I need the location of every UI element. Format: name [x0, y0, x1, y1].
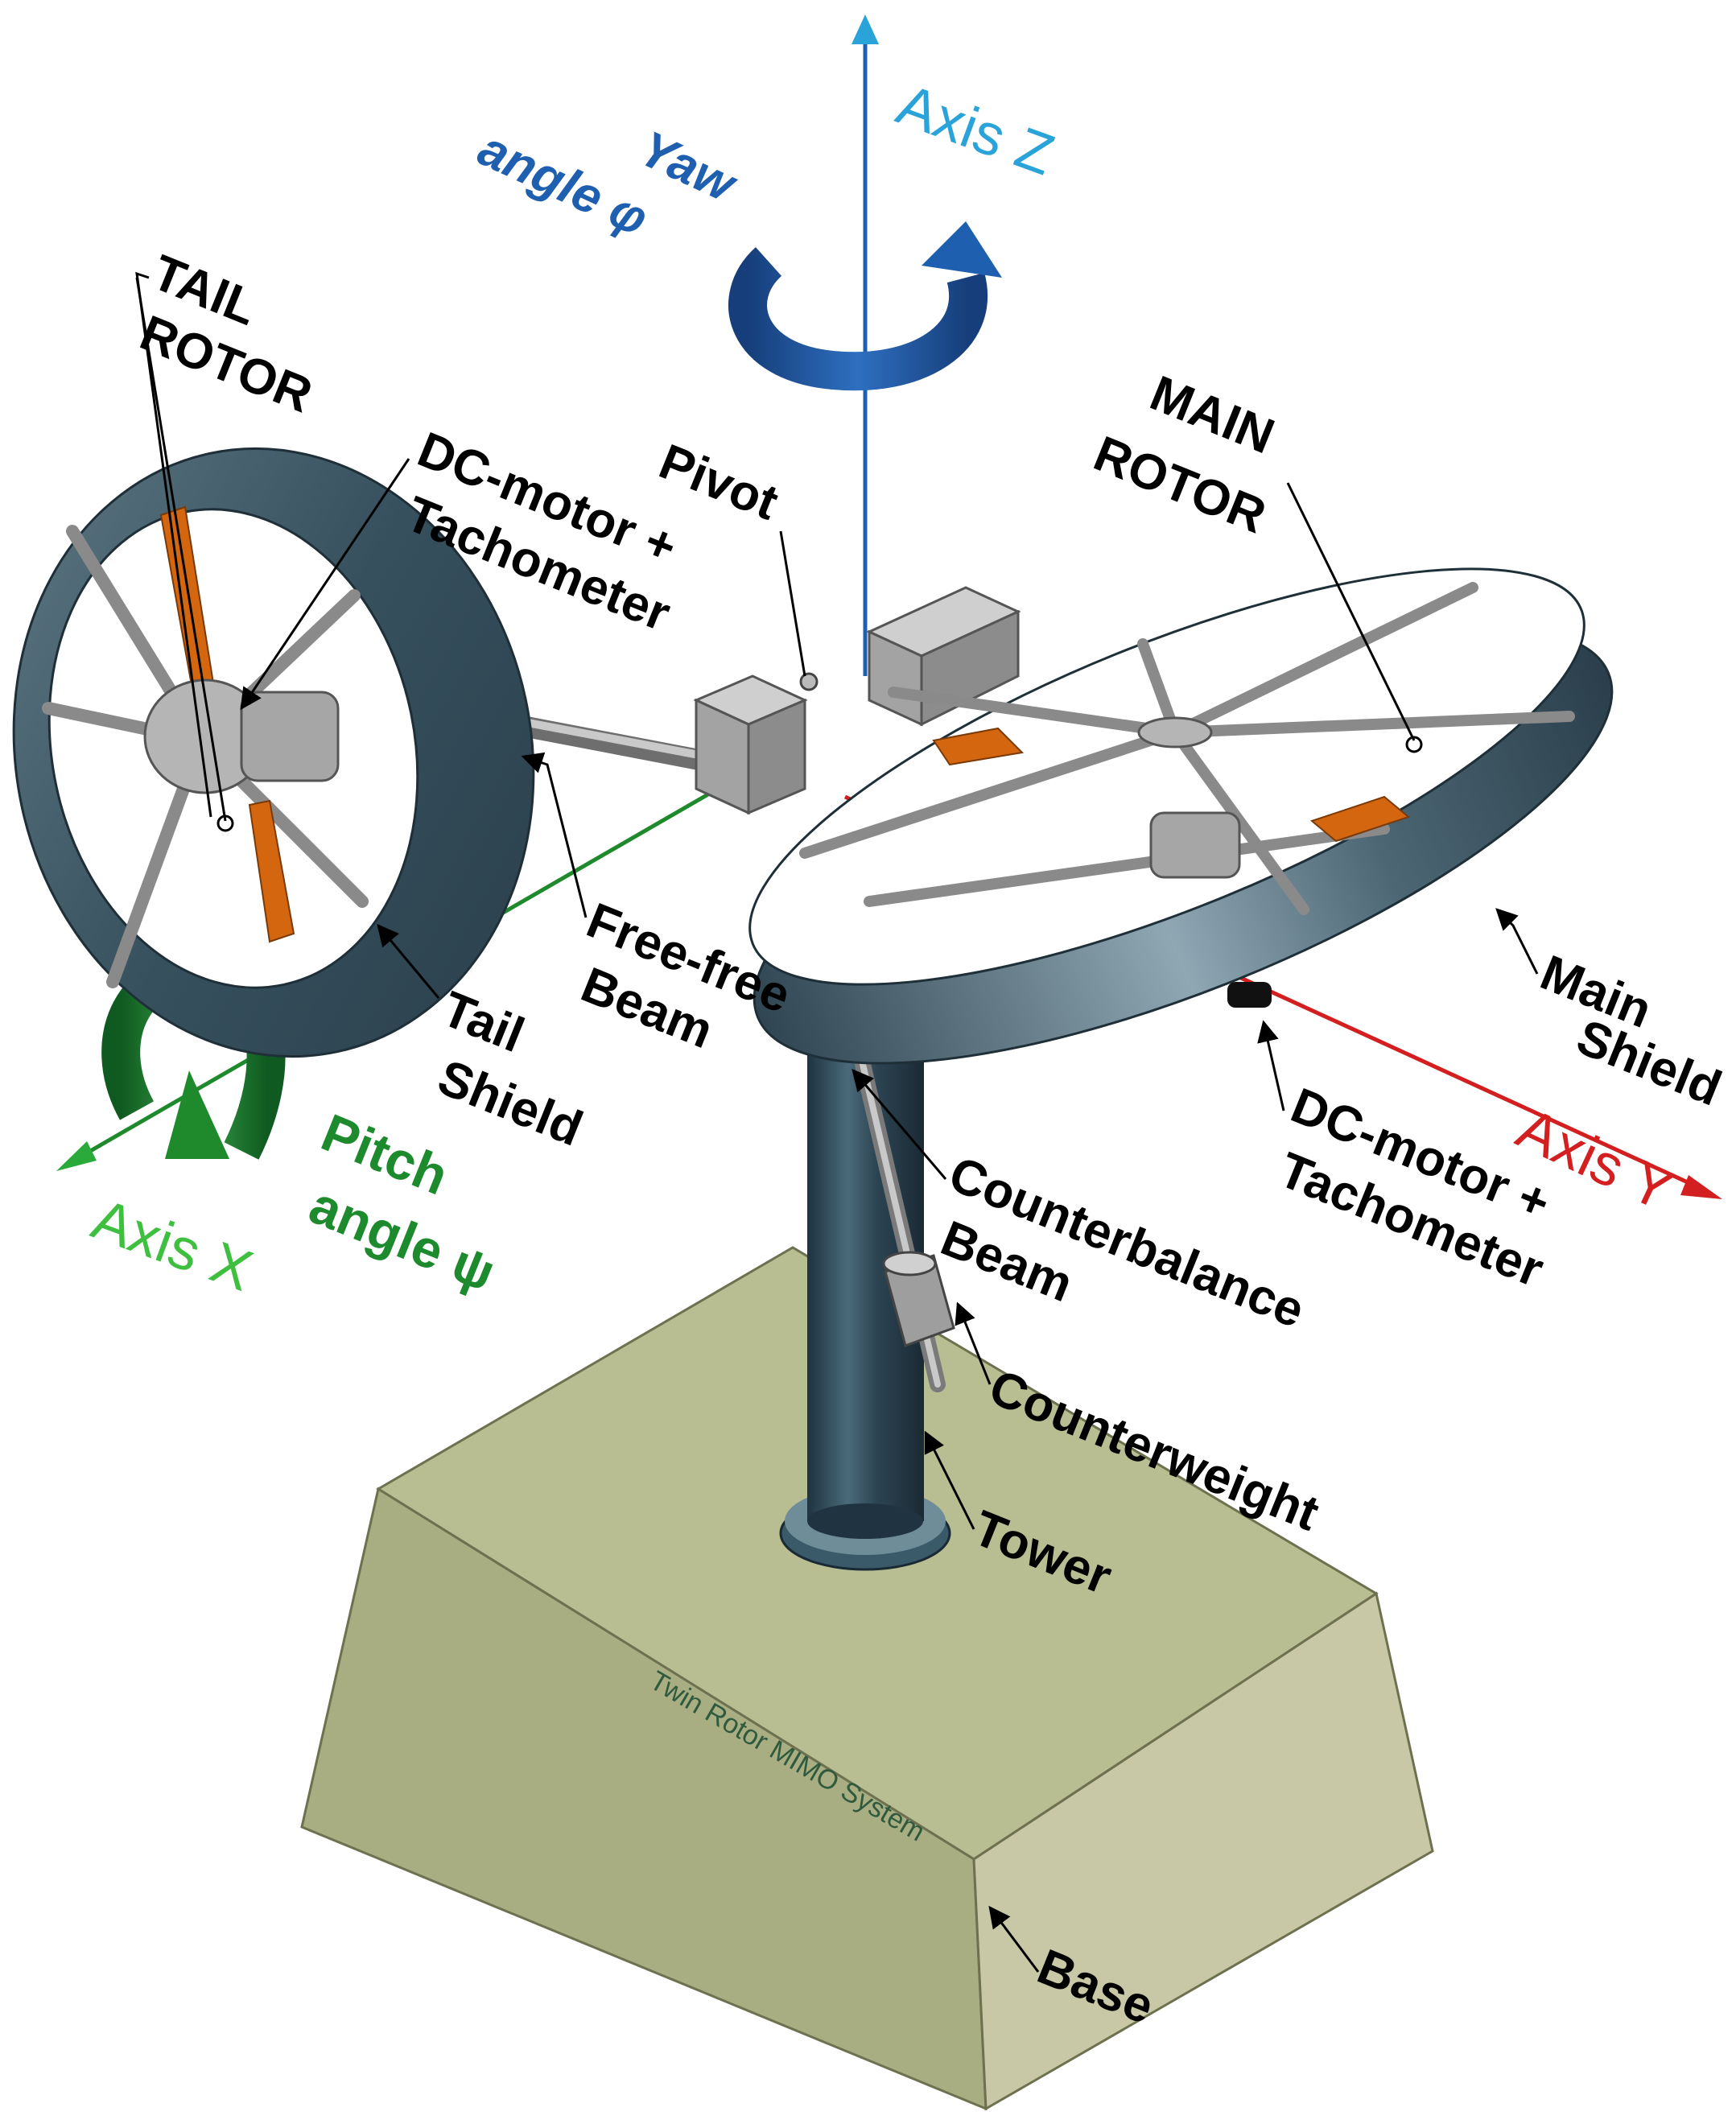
counterweight [882, 1251, 955, 1347]
main-rotor [748, 567, 1614, 1065]
label-counterbalance-beam: Counterbalance Beam [934, 1146, 1312, 1338]
label-pivot: Pivot [652, 434, 786, 531]
label-tail-rotor: TAIL ROTOR [133, 245, 320, 423]
tail-rotor [12, 447, 535, 1058]
yaw-rotation-arrow [728, 221, 1002, 391]
label-main-shield-line2: Shield [1569, 1009, 1729, 1117]
label-dc-motor-main: DC-motor + Tachometer [1272, 1078, 1557, 1298]
yaw-angle-label: Yaw angle φ [470, 121, 746, 247]
pitch-angle-line2: angle ψ [302, 1174, 504, 1302]
axis-z-label: Axis Z [889, 72, 1062, 188]
label-tail-shield: Tail Shield [431, 981, 590, 1157]
main-dc-motor [1149, 811, 1241, 879]
axis-z [852, 14, 879, 676]
tail-dc-motor [240, 691, 340, 782]
leader-lines [135, 271, 1539, 1973]
yaw-angle-line2: angle φ [470, 121, 656, 247]
pitch-angle-label: Pitch angle ψ [302, 1102, 504, 1302]
base-right-face [972, 1591, 1434, 2111]
main-rotor-blades [932, 727, 1411, 843]
pivot-block [693, 672, 819, 815]
axis-x-label: Axis X [85, 1187, 261, 1304]
label-tail-shield-line1: Tail [435, 981, 532, 1063]
label-main-shield: Main Shield [1533, 945, 1729, 1117]
main-rotor-hub [1137, 716, 1213, 749]
label-main-rotor: MAIN ROTOR [1087, 365, 1282, 544]
label-tail-shield-line2: Shield [431, 1050, 590, 1157]
